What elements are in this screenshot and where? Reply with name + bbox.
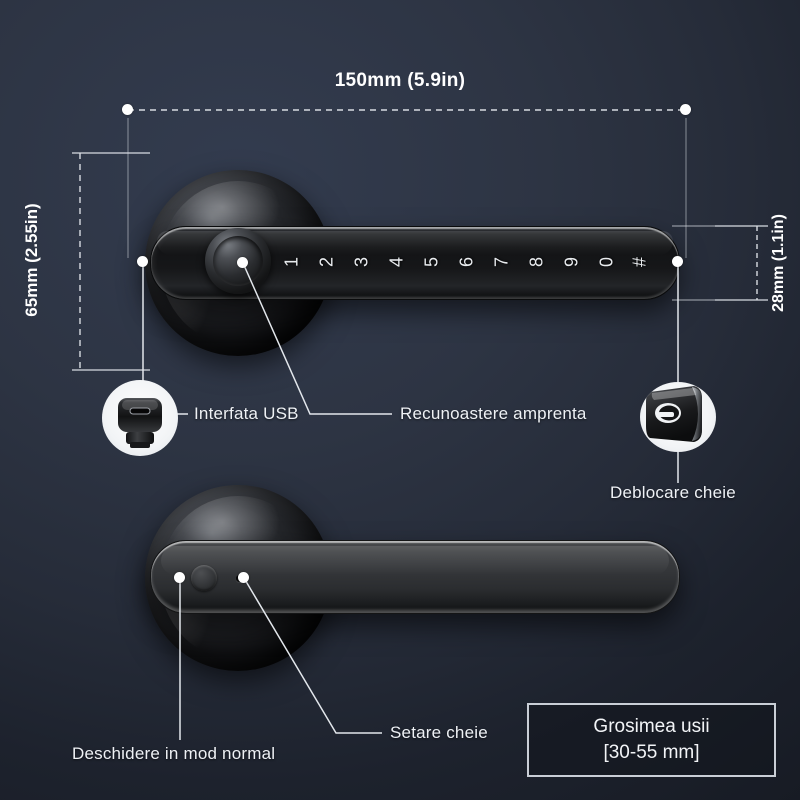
width-dot-left [122, 104, 133, 115]
height-dimension-label: 65mm (2.55in) [22, 203, 41, 317]
keypad-key-6[interactable]: 6 [456, 256, 477, 268]
keypad-key-hash[interactable]: # [629, 256, 650, 268]
keypad-key-3[interactable]: 3 [351, 256, 372, 268]
plain-handle-bar [150, 540, 680, 614]
normal-open-marker-dot [174, 572, 185, 583]
door-thickness-title: Grosimea usii [593, 716, 710, 737]
usb-inset-graphic [118, 398, 162, 448]
usb-callout-label: Interfata USB [194, 404, 299, 423]
handle-right-edge-dot [672, 256, 683, 267]
keypad-key-2[interactable]: 2 [316, 256, 337, 268]
key-unlock-callout-label: Deblocare cheie [610, 483, 736, 502]
normal-open-callout-label: Deschidere in mod normal [72, 744, 276, 763]
key-unlock-inset-graphic [646, 386, 702, 442]
width-dimension-label: 150mm (5.9in) [334, 70, 466, 91]
key-setting-callout-label: Setare cheie [390, 723, 488, 742]
keypad-key-7[interactable]: 7 [491, 256, 512, 268]
usb-inset-image [102, 380, 178, 456]
keypad-key-9[interactable]: 9 [561, 256, 582, 268]
key-unlock-inset-image [640, 382, 716, 452]
keypad-key-1[interactable]: 1 [281, 256, 302, 268]
width-dot-right [680, 104, 691, 115]
fingerprint-marker-dot [237, 257, 248, 268]
keypad-key-8[interactable]: 8 [526, 256, 547, 268]
keypad-key-5[interactable]: 5 [421, 256, 442, 268]
door-thickness-box: Grosimea usii [30-55 mm] [527, 703, 776, 777]
keypad-key-0[interactable]: 0 [596, 256, 617, 268]
handle-left-edge-dot [137, 256, 148, 267]
key-setting-marker-dot [238, 572, 249, 583]
fingerprint-callout-label: Recunoastere amprenta [400, 404, 587, 423]
keypad-key-4[interactable]: 4 [386, 256, 407, 268]
normal-open-button[interactable] [191, 565, 217, 591]
depth-dimension-label: 28mm (1.1in) [770, 214, 787, 312]
door-thickness-range: [30-55 mm] [603, 742, 700, 763]
